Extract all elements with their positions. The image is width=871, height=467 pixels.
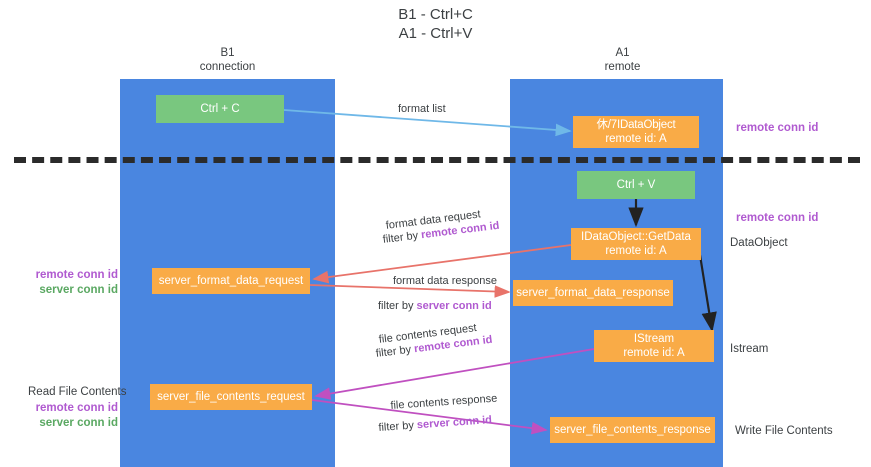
node-server-format-data-request-label: server_format_data_request — [158, 275, 304, 287]
filter-by-prefix: filter by — [378, 300, 417, 312]
title-line-2: A1 - Ctrl+V — [398, 25, 473, 42]
edge-filter-format-data-response: filter by server conn id — [378, 299, 492, 313]
column-heading-a1: A1 remote — [550, 46, 695, 74]
column-heading-b1: B1 connection — [155, 46, 300, 74]
annotation-left-conn-ids-bottom: remote conn id server conn id — [22, 401, 118, 431]
column-heading-a1-name: A1 — [615, 47, 630, 59]
annotation-write-file-contents: Write File Contents — [735, 424, 833, 439]
annotation-read-file-contents: Read File Contents — [28, 385, 126, 400]
edge-label-format-list-text: format list — [398, 103, 446, 115]
annotation-remote-conn-id-middle: remote conn id — [736, 211, 818, 226]
node-getdata-line1: IDataObject::GetData — [581, 231, 691, 243]
filter-by-prefix: filter by — [378, 419, 418, 434]
node-getdata-line2: remote id: A — [605, 245, 667, 257]
node-istream-line1: IStream — [633, 333, 675, 345]
annotation-remote-conn-id-top: remote conn id — [736, 121, 818, 136]
node-ctrl-v[interactable]: Ctrl + V — [577, 171, 695, 199]
node-idataobject-line1: 休/7IDataObject — [596, 119, 676, 131]
edge-label-file-contents-response: file contents response — [390, 392, 498, 413]
annotation-left-remote-conn-id: remote conn id — [35, 269, 118, 281]
node-server-format-data-request[interactable]: server_format_data_request — [152, 268, 310, 294]
annotation-write-file-contents-text: Write File Contents — [735, 425, 833, 437]
node-server-file-contents-request-label: server_file_contents_request — [157, 391, 305, 403]
column-heading-b1-name: B1 — [220, 47, 235, 59]
annotation-left-server-conn-id: server conn id — [39, 284, 118, 296]
section-divider — [14, 157, 860, 163]
node-server-file-contents-request[interactable]: server_file_contents_request — [150, 384, 312, 410]
node-ctrl-c-label: Ctrl + C — [200, 103, 240, 115]
annotation-dataobject-text: DataObject — [730, 237, 788, 249]
column-heading-a1-subtitle: remote — [604, 61, 641, 73]
title-line-1: B1 - Ctrl+C — [398, 6, 473, 23]
node-istream[interactable]: IStream remote id: A — [594, 330, 714, 362]
annotation-istream-text: Istream — [730, 343, 769, 355]
edge-label-format-list: format list — [398, 102, 446, 116]
server-conn-id-token: server conn id — [416, 300, 492, 312]
annotation-istream: Istream — [730, 342, 768, 357]
page-title: B1 - Ctrl+C A1 - Ctrl+V — [0, 5, 871, 43]
node-idataobject-getdata[interactable]: IDataObject::GetData remote id: A — [571, 228, 701, 260]
node-server-file-contents-response[interactable]: server_file_contents_response — [550, 417, 715, 443]
edge-label-format-data-response-text: format data response — [393, 275, 497, 287]
node-server-format-data-response[interactable]: server_format_data_response — [513, 280, 673, 306]
annotation-read-file-contents-text: Read File Contents — [28, 386, 127, 398]
node-ctrl-v-label: Ctrl + V — [616, 179, 656, 191]
edge-label-file-contents-response-text: file contents response — [390, 392, 498, 412]
node-istream-line2: remote id: A — [623, 347, 685, 359]
annotation-left-conn-ids-top: remote conn id server conn id — [22, 268, 118, 298]
annotation-left-remote-conn-id: remote conn id — [35, 402, 118, 414]
node-idataobject-line2: remote id: A — [605, 133, 667, 145]
annotation-remote-conn-id-middle-text: remote conn id — [736, 212, 819, 224]
annotation-remote-conn-id-top-text: remote conn id — [736, 122, 819, 134]
server-conn-id-token: server conn id — [416, 414, 493, 432]
filter-by-prefix: filter by — [382, 229, 422, 246]
column-heading-b1-subtitle: connection — [199, 61, 256, 73]
node-server-format-data-response-label: server_format_data_response — [516, 287, 670, 299]
node-server-file-contents-response-label: server_file_contents_response — [554, 424, 711, 436]
node-idataobject[interactable]: 休/7IDataObject remote id: A — [573, 116, 699, 148]
filter-by-prefix: filter by — [375, 343, 415, 360]
edge-filter-file-contents-response: filter by server conn id — [378, 413, 492, 435]
annotation-dataobject: DataObject — [730, 236, 788, 251]
annotation-left-server-conn-id: server conn id — [39, 417, 118, 429]
edge-label-format-data-response: format data response — [393, 274, 497, 288]
node-ctrl-c[interactable]: Ctrl + C — [156, 95, 284, 123]
